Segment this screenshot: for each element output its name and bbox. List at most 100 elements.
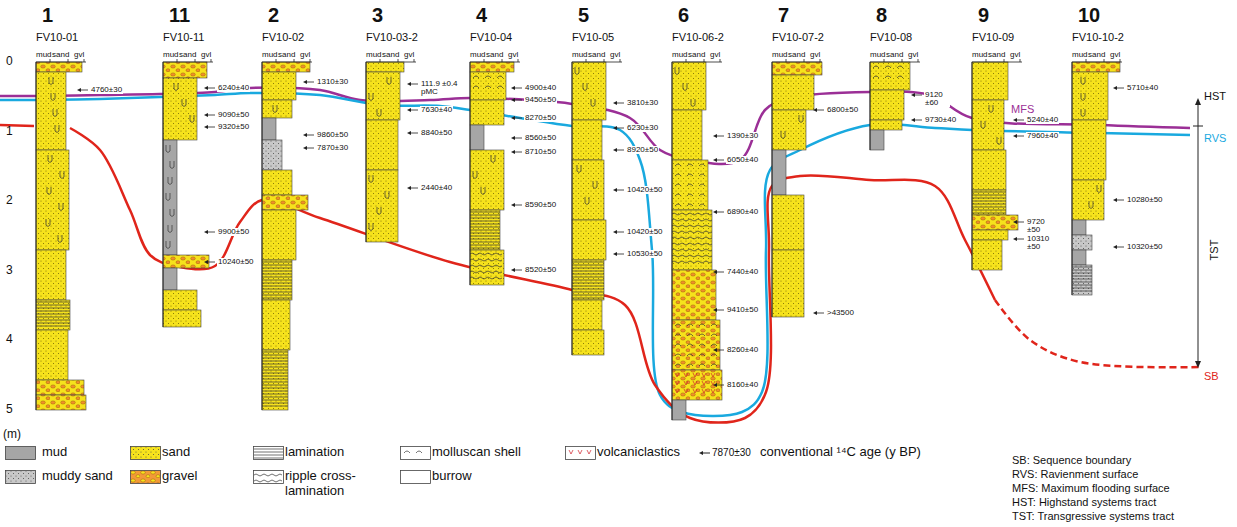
grain-size-label: gvl [201, 50, 211, 59]
grain-size-tick [1086, 59, 1087, 62]
legend-text: lamination [285, 445, 344, 460]
age-pointer-head [911, 93, 915, 97]
abbreviation-note: RVS: Ravienment surface [1012, 468, 1138, 481]
rvs-surface [0, 93, 1190, 416]
grain-size-tick [620, 59, 621, 62]
core-id: FV10-10-2 [1072, 31, 1124, 44]
core-id: FV10-02 [262, 31, 304, 44]
legend-text: muddy sand [42, 469, 113, 484]
age-pointer-head [1013, 237, 1017, 241]
age-pointer [716, 212, 724, 213]
sediment-structure-symbol [972, 192, 1006, 213]
age-pointer-head [511, 150, 515, 154]
age-pointer-head [713, 210, 717, 214]
grain-size-label: sand [1088, 50, 1105, 59]
core-axis [36, 62, 37, 410]
lithology-layer [972, 190, 1006, 215]
lithology-layer [36, 62, 82, 72]
core-axis [262, 62, 263, 410]
grain-size-label: sand [278, 50, 295, 59]
lithology-layer [672, 210, 712, 270]
age-pointer [816, 313, 824, 314]
grain-size-tick [1120, 59, 1121, 62]
core-log [672, 59, 724, 420]
lithology-layer [572, 330, 604, 355]
lithology-layer [972, 240, 1002, 270]
age-pointer [716, 350, 724, 351]
age-pointer [1016, 136, 1024, 137]
lithology-layer [772, 62, 822, 75]
depth-tick-label: 2 [6, 194, 13, 208]
bracket-tick [1193, 126, 1203, 127]
grain-size-label: sand [486, 50, 503, 59]
lithology-layer [1072, 180, 1104, 220]
age-pointer-head [713, 308, 717, 312]
lithology-layer [36, 330, 68, 380]
lithology-layer [366, 62, 404, 72]
radiocarbon-age: 2440±40 [420, 184, 453, 192]
age-pointer-head [511, 136, 515, 140]
age-pointer [616, 150, 624, 151]
lithology-layer [36, 395, 86, 410]
core-axis [672, 62, 673, 420]
core-id: FV10-03-2 [366, 31, 418, 44]
legend-symbol [130, 470, 162, 485]
surface-label: RVS [1204, 132, 1226, 145]
age-pointer-head [613, 101, 617, 105]
age-pointer [716, 272, 724, 273]
grain-size-label: mud [870, 50, 886, 59]
age-pointer-head [713, 348, 717, 352]
age-pointer [514, 100, 522, 101]
legend-swatch-texture [6, 471, 35, 483]
age-pointer-head [911, 118, 915, 122]
grain-size-label: gvl [1010, 50, 1020, 59]
legend-symbol-box [254, 471, 284, 484]
sediment-structure-symbol [473, 155, 495, 195]
grain-size-label: mud [36, 50, 52, 59]
age-pointer [816, 110, 824, 111]
sediment-structure-symbol [404, 451, 422, 453]
lithology-layer [672, 110, 702, 160]
core-log [36, 59, 88, 410]
lithology-layer [870, 120, 902, 130]
age-pointer-head [303, 80, 307, 84]
age-pointer [306, 82, 314, 83]
radiocarbon-age: 8840±50 [420, 129, 453, 137]
core-axis [470, 62, 471, 285]
abbreviation-note: SB: Sequence boundary [1012, 454, 1131, 467]
lithology-layer [163, 62, 207, 78]
lithology-layer [772, 150, 786, 195]
radiocarbon-age: 9860±50 [316, 131, 349, 139]
core-log [366, 59, 418, 242]
age-pointer-head [407, 131, 411, 135]
sediment-structure-symbol [473, 76, 503, 88]
legend-symbol [400, 470, 432, 485]
grain-size-label: sand [179, 50, 196, 59]
sediment-structure-symbol [369, 77, 391, 117]
core-axis [163, 62, 164, 327]
grain-size-tick [902, 59, 903, 62]
grain-size-tick [604, 59, 605, 62]
grain-size-label: sand [988, 50, 1005, 59]
sediment-structure-symbol [36, 302, 70, 326]
radiocarbon-age: 6230±30 [626, 124, 659, 132]
age-pointer-head [511, 268, 515, 272]
grain-size-tick [380, 59, 381, 62]
legend-symbol [253, 446, 285, 461]
age-pointer-head [407, 108, 411, 112]
core-number: 5 [578, 4, 589, 27]
radiocarbon-age: 8560±50 [524, 134, 557, 142]
core-axis [1072, 62, 1073, 295]
legend-age-pointer-head [699, 451, 703, 455]
grain-size-tick [1004, 59, 1005, 62]
sediment-structure-symbol [174, 83, 194, 123]
radiocarbon-age: 8260±40 [726, 346, 759, 354]
grain-size-scale [672, 62, 722, 63]
lithology-layer [163, 140, 177, 255]
lithology-layer [1072, 235, 1092, 250]
core-id: FV10-06-2 [672, 31, 724, 44]
grain-size-label: sand [382, 50, 399, 59]
radiocarbon-age: 10310 ±50 [1026, 235, 1056, 251]
radiocarbon-age: 4900±40 [524, 84, 557, 92]
grain-size-scale [572, 62, 622, 63]
